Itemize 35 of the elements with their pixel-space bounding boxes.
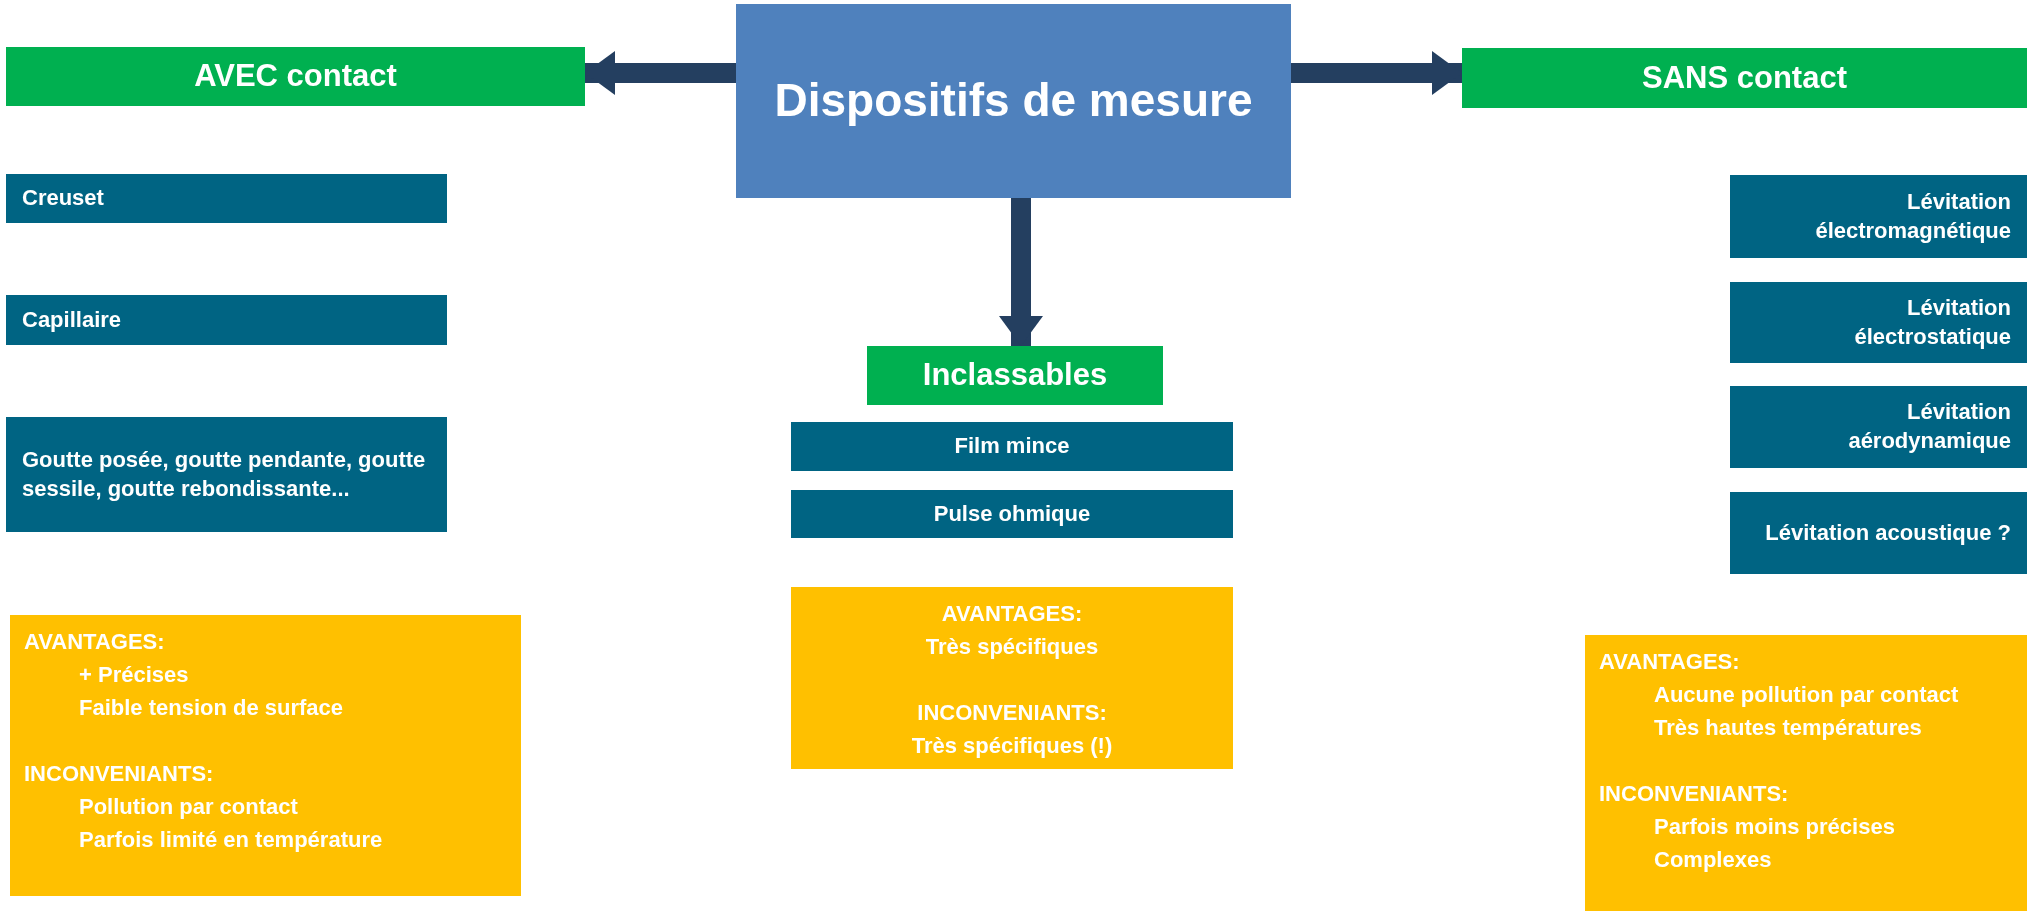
section-heading: INCONVENIANTS: bbox=[916, 699, 1108, 727]
method-box: Film mince bbox=[791, 422, 1233, 471]
list-item: Faible tension de surface bbox=[78, 694, 345, 722]
category-header: SANS contact bbox=[1462, 48, 2027, 108]
block-arrow bbox=[999, 198, 1043, 346]
method-box: Lévitation aérodynamique bbox=[1730, 386, 2027, 468]
block-arrow bbox=[1291, 51, 1462, 95]
category-header: AVEC contact bbox=[6, 47, 585, 106]
list-item: Parfois limité en température bbox=[78, 826, 384, 854]
method-box: Capillaire bbox=[6, 295, 447, 345]
method-box: Creuset bbox=[6, 174, 447, 223]
pros-cons-box bbox=[10, 615, 521, 896]
list-item: Très spécifiques bbox=[924, 633, 1100, 661]
method-box: Pulse ohmique bbox=[791, 490, 1233, 538]
category-header: Inclassables bbox=[867, 346, 1163, 405]
section-heading: AVANTAGES: bbox=[940, 600, 1084, 628]
method-box: Lévitation électrostatique bbox=[1730, 282, 2027, 363]
list-item: + Précises bbox=[78, 661, 190, 689]
list-item: Aucune pollution par contact bbox=[1653, 681, 1960, 709]
list-item: Parfois moins précises bbox=[1653, 813, 1896, 841]
title-box: Dispositifs de mesure bbox=[736, 4, 1291, 198]
section-heading: AVANTAGES: bbox=[24, 628, 166, 656]
list-item: Très spécifiques (!) bbox=[910, 732, 1114, 760]
method-box: Goutte posée, goutte pendante, goutte sessile, goutte rebondissante... bbox=[6, 417, 447, 532]
section-heading: INCONVENIANTS: bbox=[24, 760, 215, 788]
method-box: Lévitation acoustique ? bbox=[1730, 492, 2027, 574]
list-item: Complexes bbox=[1653, 846, 1773, 874]
method-box: Lévitation électromagnétique bbox=[1730, 175, 2027, 258]
pros-cons-box bbox=[1585, 635, 2027, 911]
section-heading: AVANTAGES: bbox=[1599, 648, 1741, 676]
block-arrow bbox=[585, 51, 736, 95]
list-item: Très hautes températures bbox=[1653, 714, 1923, 742]
section-heading: INCONVENIANTS: bbox=[1599, 780, 1790, 808]
list-item: Pollution par contact bbox=[78, 793, 299, 821]
pros-cons-box bbox=[791, 587, 1233, 769]
